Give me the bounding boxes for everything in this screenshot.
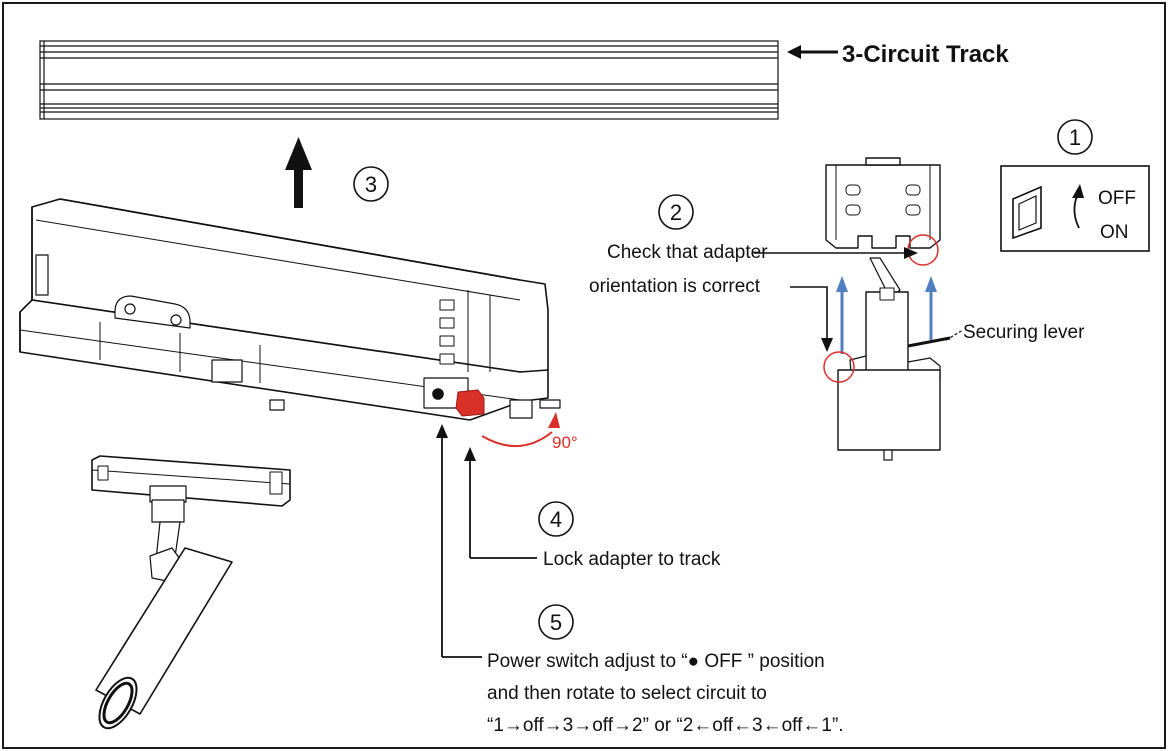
- check-label-line-1: Check that adapter: [607, 242, 768, 263]
- power-leader-line: [436, 424, 482, 658]
- insert-up-arrow: [285, 137, 312, 208]
- power-instruction-line-3: “1→off→3→off→2” or “2←off←3←off←1”.: [487, 715, 844, 736]
- orientation-check-circle-bottom: [823, 351, 855, 383]
- insert-direction-arrows: [836, 276, 937, 354]
- switch-direction-arrow: [1072, 184, 1084, 229]
- rotation-90-arrow: [481, 412, 560, 448]
- step-5-circle: [538, 604, 574, 640]
- rocker-switch-icon: [1012, 185, 1042, 240]
- track-illustration: [39, 40, 779, 120]
- step-5-number: 5: [550, 610, 562, 635]
- track-title: 3-Circuit Track: [842, 41, 1009, 68]
- track-cross-section: [825, 157, 941, 249]
- step-4-number: 4: [550, 507, 562, 532]
- step-4-circle: [538, 501, 574, 537]
- step-3-number: 3: [365, 172, 377, 197]
- check-leader-lines: [754, 247, 918, 352]
- switch-on-label: ON: [1100, 222, 1129, 243]
- step-3-circle: [353, 166, 389, 202]
- lock-leader-line: [464, 447, 537, 559]
- adapter-side-view: [837, 257, 951, 461]
- switch-off-label: OFF: [1098, 188, 1136, 209]
- adapter-illustration: [19, 198, 561, 421]
- spotlight-illustration: [91, 455, 291, 730]
- step-2-number: 2: [670, 200, 682, 225]
- step-1-number: 1: [1069, 125, 1081, 150]
- power-instruction-line-2: and then rotate to select circuit to: [487, 683, 767, 704]
- securing-lever-label: Securing lever: [963, 322, 1085, 343]
- power-instruction-line-1: Power switch adjust to “● OFF ” position: [487, 651, 825, 672]
- rotation-angle-label: 90°: [552, 433, 578, 452]
- securing-lever-leader: [945, 329, 964, 341]
- check-label-line-2: orientation is correct: [589, 276, 761, 297]
- step-1-circle: [1057, 119, 1093, 155]
- step-2-circle: [658, 194, 694, 230]
- track-pointer-arrow: [787, 45, 838, 59]
- lock-label: Lock adapter to track: [543, 549, 721, 570]
